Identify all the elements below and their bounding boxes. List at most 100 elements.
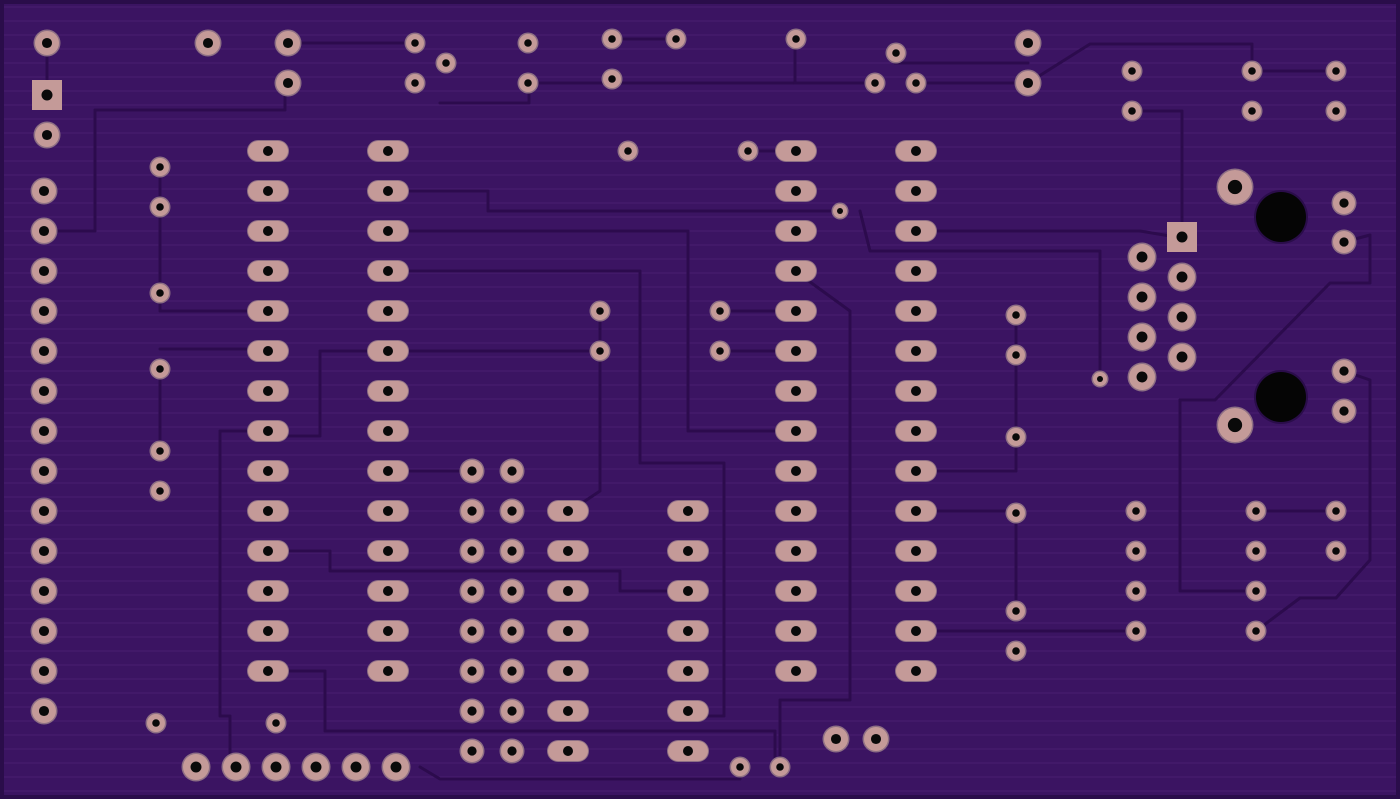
header-double-row-pin bbox=[459, 578, 485, 604]
header-double-row-pin bbox=[499, 738, 525, 764]
connector-2x4-pin bbox=[1127, 242, 1157, 272]
connector-2x4-pin bbox=[1167, 262, 1197, 292]
header-left-vertical-pin bbox=[30, 297, 58, 325]
via-pad bbox=[1325, 60, 1347, 82]
via-pad bbox=[905, 72, 927, 94]
header-left-vertical-pin bbox=[30, 217, 58, 245]
trace bbox=[1130, 109, 1184, 240]
dip-ic-2-pin bbox=[895, 660, 937, 682]
dip-ic-3-pin bbox=[547, 740, 589, 762]
dip-ic-1-pin bbox=[247, 500, 289, 522]
header-left-vertical-pin bbox=[30, 657, 58, 685]
dip-ic-2-pin bbox=[775, 580, 817, 602]
via-pad bbox=[1125, 500, 1147, 522]
header-bottom-row-pin bbox=[341, 752, 371, 782]
header-pin bbox=[33, 121, 61, 149]
dip-ic-1-pin bbox=[367, 620, 409, 642]
header-bottom-row-pin bbox=[381, 752, 411, 782]
header-double-row-pin bbox=[459, 658, 485, 684]
via-pad bbox=[1245, 540, 1267, 562]
dip-ic-2-pin bbox=[895, 300, 937, 322]
header-double-row-pin bbox=[499, 498, 525, 524]
header-left-vertical-pin bbox=[30, 537, 58, 565]
header-left-vertical-pin bbox=[30, 257, 58, 285]
dip-ic-2-pin bbox=[775, 340, 817, 362]
header-left-vertical-pin bbox=[30, 577, 58, 605]
dip-ic-1-pin bbox=[367, 500, 409, 522]
dip-ic-2-pin bbox=[895, 340, 937, 362]
dip-ic-1-pin bbox=[367, 380, 409, 402]
header-bottom-row-pin bbox=[261, 752, 291, 782]
via-pad bbox=[1245, 500, 1267, 522]
dip-ic-1-pin bbox=[367, 580, 409, 602]
via bbox=[1091, 370, 1109, 388]
via-pad bbox=[1245, 580, 1267, 602]
dip-ic-2-pin bbox=[895, 620, 937, 642]
via-pad bbox=[1005, 600, 1027, 622]
header-left-vertical-pin bbox=[30, 337, 58, 365]
dip-ic-2-pin bbox=[775, 620, 817, 642]
dip-ic-1-pin bbox=[247, 300, 289, 322]
dip-ic-2-pin bbox=[775, 260, 817, 282]
dip-ic-3-pin bbox=[667, 740, 709, 762]
dip-ic-2-pin bbox=[775, 420, 817, 442]
trace bbox=[386, 269, 726, 718]
pad bbox=[194, 29, 222, 57]
pad-layer bbox=[30, 28, 1357, 782]
header-double-row-pin bbox=[499, 658, 525, 684]
jack-pad bbox=[1216, 406, 1254, 444]
dip-ic-1-pin bbox=[367, 300, 409, 322]
via-pad bbox=[517, 32, 539, 54]
dip-ic-2-pin bbox=[895, 500, 937, 522]
via-pad bbox=[1241, 100, 1263, 122]
via-pad bbox=[435, 52, 457, 74]
header-pin bbox=[33, 29, 61, 57]
dip-ic-3-pin bbox=[667, 620, 709, 642]
dip-ic-2-pin bbox=[895, 460, 937, 482]
trace bbox=[218, 429, 269, 768]
pad bbox=[1331, 229, 1357, 255]
dip-ic-2-pin bbox=[775, 540, 817, 562]
dip-ic-1-pin bbox=[367, 460, 409, 482]
dip-ic-2-pin bbox=[775, 660, 817, 682]
header-left-vertical-pin bbox=[30, 177, 58, 205]
via-pad bbox=[145, 712, 167, 734]
dip-ic-1-pin bbox=[367, 220, 409, 242]
via-pad bbox=[1005, 502, 1027, 524]
header-pin-1-square bbox=[32, 80, 62, 110]
trace bbox=[265, 549, 690, 593]
header-left-vertical-pin bbox=[30, 377, 58, 405]
connector-2x4-pin bbox=[1127, 282, 1157, 312]
via-pad bbox=[1121, 100, 1143, 122]
via-pad bbox=[737, 140, 759, 162]
dip-ic-2-pin bbox=[775, 380, 817, 402]
dip-ic-1-pin bbox=[247, 140, 289, 162]
trace bbox=[42, 81, 287, 233]
via-pad bbox=[1325, 100, 1347, 122]
trace bbox=[914, 313, 1018, 473]
via-pad bbox=[785, 28, 807, 50]
pad bbox=[822, 725, 850, 753]
dip-ic-2-pin bbox=[775, 300, 817, 322]
dip-ic-3-pin bbox=[547, 580, 589, 602]
via-pad bbox=[885, 42, 907, 64]
via-pad bbox=[1125, 540, 1147, 562]
connector-2x4-pin bbox=[1167, 302, 1197, 332]
header-left-vertical-pin bbox=[30, 617, 58, 645]
dip-ic-3-pin bbox=[547, 500, 589, 522]
dip-ic-3-pin bbox=[667, 540, 709, 562]
dip-ic-2-pin bbox=[775, 140, 817, 162]
dip-ic-1-pin bbox=[247, 580, 289, 602]
via-pad bbox=[769, 756, 791, 778]
via-pad bbox=[404, 32, 426, 54]
via-pad bbox=[1121, 60, 1143, 82]
trace bbox=[386, 189, 842, 213]
dip-ic-1-pin bbox=[367, 180, 409, 202]
pad bbox=[274, 69, 302, 97]
via-pad bbox=[1241, 60, 1263, 82]
via-pad bbox=[149, 282, 171, 304]
header-left-vertical-pin bbox=[30, 417, 58, 445]
dip-ic-1-pin bbox=[367, 260, 409, 282]
via-pad bbox=[404, 72, 426, 94]
dip-ic-3-pin bbox=[547, 540, 589, 562]
